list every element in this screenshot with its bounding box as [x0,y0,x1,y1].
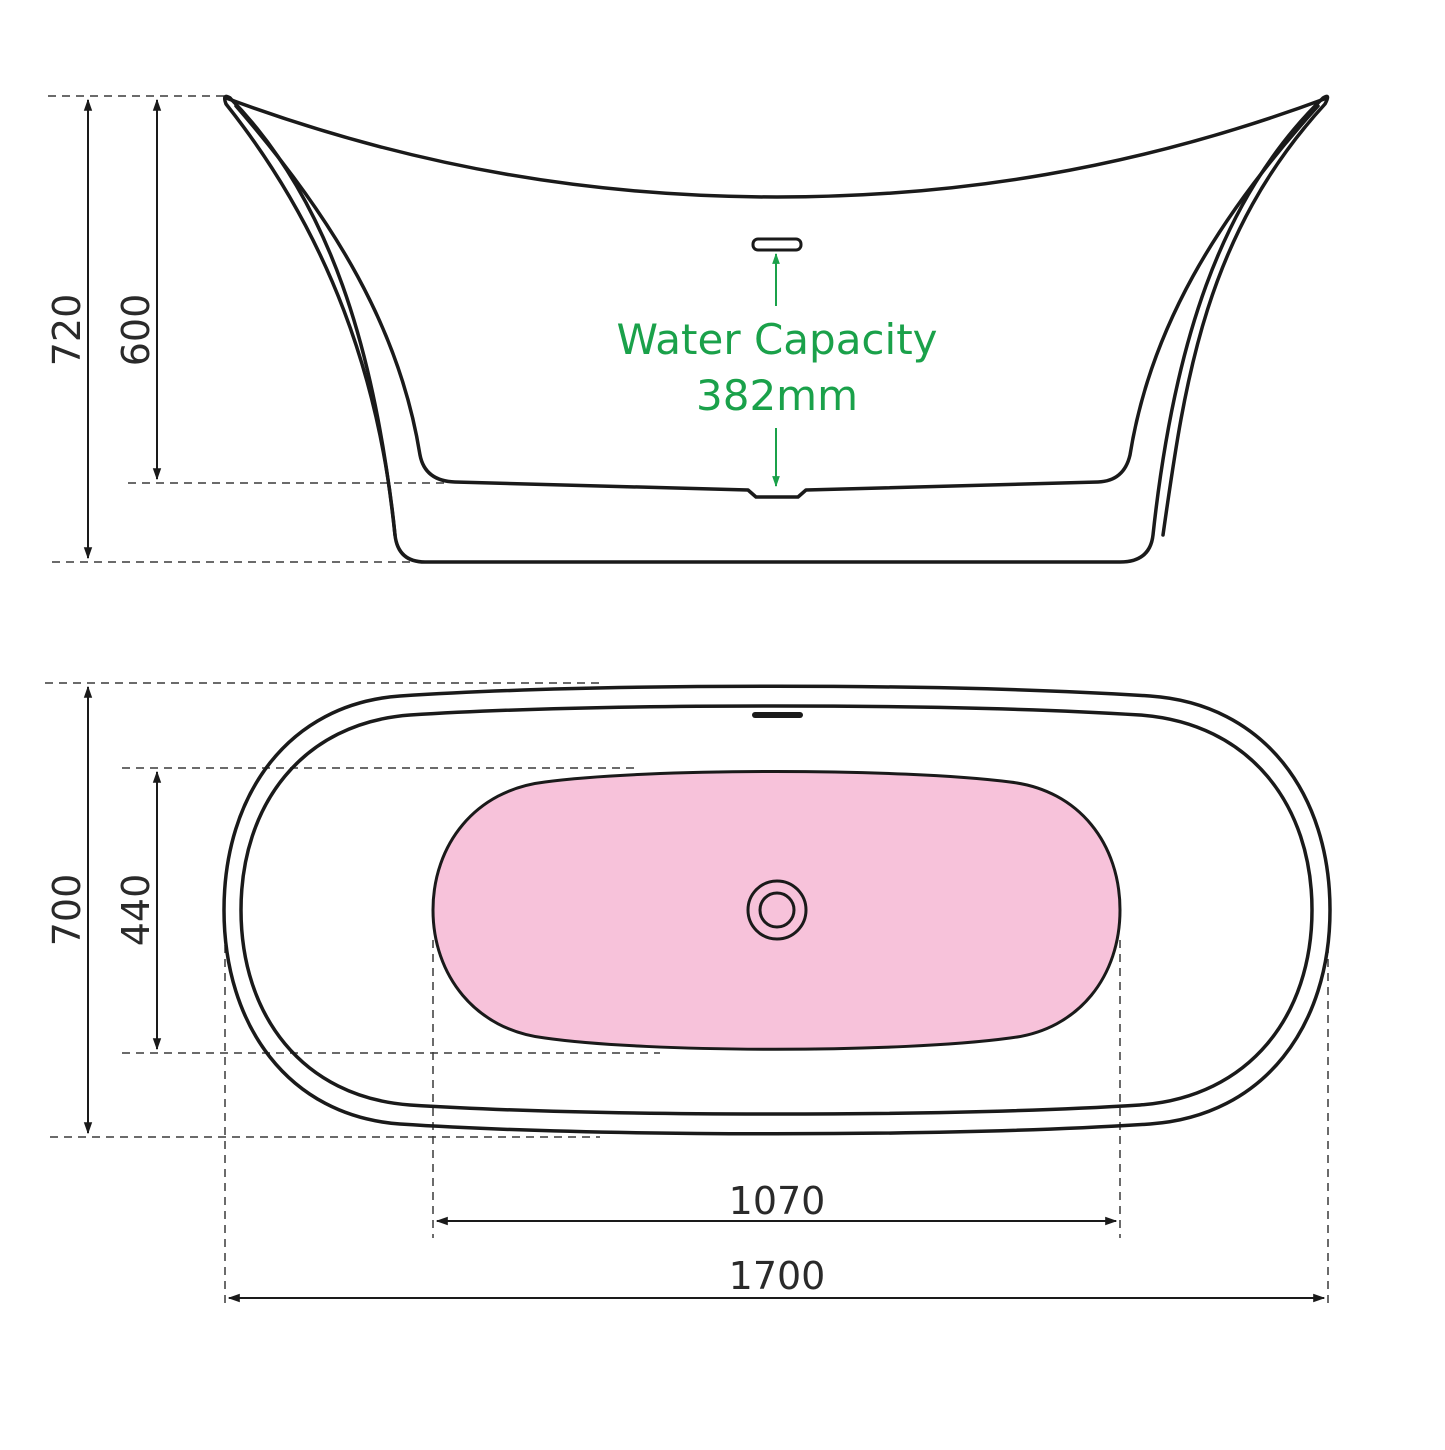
tub-plan-outer-rim [222,684,1332,1136]
side-view: 720 600 Water Capacity 382mm [45,94,1330,564]
overall-length-label: 1700 [729,1254,826,1298]
water-capacity-label: Water Capacity [616,315,937,364]
tub-plan-basin-floor [431,770,1122,1051]
inner-length-label: 1070 [729,1179,826,1223]
tub-plan-inner-rim [239,704,1314,1116]
overall-width-label: 700 [45,874,89,947]
tub-side-inner-basin [234,104,1320,499]
top-view: 700 440 1070 1700 [45,682,1332,1305]
inner-height-label: 600 [114,294,158,367]
water-capacity-value: 382mm [696,371,858,420]
tub-side-rim [224,96,1329,199]
tub-side-outer-outline [228,94,1330,564]
inner-width-label: 440 [114,874,158,947]
drain-outer-ring [746,879,808,941]
overall-height-label: 720 [45,294,89,367]
tub-side-outer-left-return [222,94,397,537]
overflow-fitting [751,237,803,252]
drain-inner-ring [758,891,796,929]
